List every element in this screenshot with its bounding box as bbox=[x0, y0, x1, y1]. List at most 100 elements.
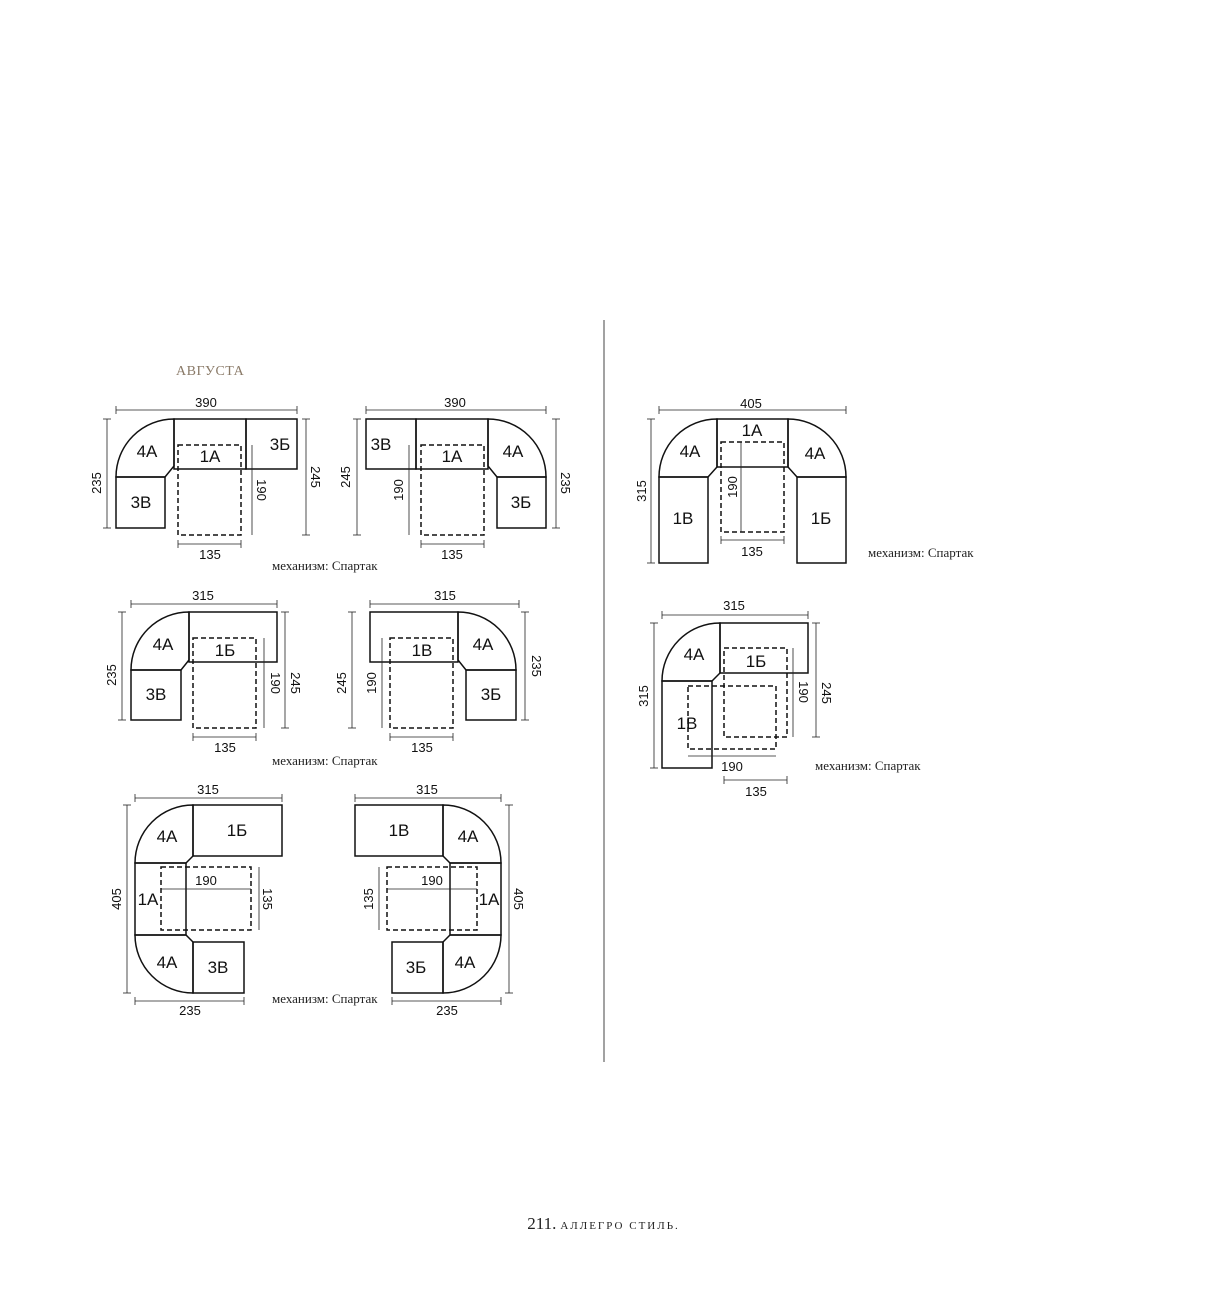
label-1a: 1А bbox=[200, 447, 221, 466]
label-3v: 3В bbox=[146, 685, 167, 704]
dim-bed-width: 135 bbox=[260, 888, 275, 910]
dim-bed-length: 190 bbox=[391, 479, 406, 501]
dim-depth: 235 bbox=[436, 1003, 458, 1018]
label-1b: 1Б bbox=[811, 509, 832, 528]
sleeping-area bbox=[160, 866, 252, 931]
dim-width: 390 bbox=[195, 395, 217, 410]
sleeping-area bbox=[389, 637, 454, 729]
module-3b bbox=[391, 941, 444, 994]
dim-bed-length: 190 bbox=[364, 672, 379, 694]
label-1v: 1В bbox=[412, 641, 433, 660]
dim-width: 315 bbox=[723, 598, 745, 613]
label-3b: 3Б bbox=[511, 493, 532, 512]
label-4a: 4А bbox=[137, 442, 158, 461]
dim-bed-width: 135 bbox=[745, 784, 767, 799]
dim-bed-width: 135 bbox=[214, 740, 236, 755]
module-3b bbox=[496, 476, 547, 529]
dim-total-depth: 245 bbox=[819, 682, 834, 704]
sleeping-area bbox=[177, 444, 242, 536]
label-3b: 3Б bbox=[406, 958, 427, 977]
dim-bed-width: 135 bbox=[199, 547, 221, 562]
label-4a-bottom: 4А bbox=[157, 953, 178, 972]
label-1v: 1В bbox=[389, 821, 410, 840]
label-3v: 3В bbox=[131, 493, 152, 512]
dim-bed-width: 135 bbox=[741, 544, 763, 559]
dim-bed-length: 190 bbox=[796, 681, 811, 703]
label-1b: 1Б bbox=[215, 641, 236, 660]
dim-width: 315 bbox=[434, 588, 456, 603]
label-4a-top: 4А bbox=[157, 827, 178, 846]
diagram-corner-315-center: 4А 1Б 1В 315 315 190 245 190 135 bbox=[636, 598, 834, 799]
series-title: АВГУСТА bbox=[176, 364, 245, 379]
dim-width: 315 bbox=[192, 588, 214, 603]
module-1v bbox=[658, 476, 709, 564]
module-3v bbox=[115, 476, 166, 529]
label-3v: 3В bbox=[208, 958, 229, 977]
sleeping-area-2 bbox=[687, 685, 777, 750]
dim-bed-length: 190 bbox=[254, 479, 269, 501]
label-4a: 4А bbox=[153, 635, 174, 654]
page-number: 211. bbox=[527, 1214, 557, 1233]
page-footer: 211. АЛЛЕГРО СТИЛЬ. bbox=[0, 1214, 1207, 1234]
module-1b bbox=[192, 804, 283, 857]
dim-length: 405 bbox=[740, 396, 762, 411]
diagram-corner-390-left: 4А 1А 3Б 3В 390 235 245 190 135 bbox=[89, 395, 323, 562]
dim-bed-length: 190 bbox=[421, 873, 443, 888]
label-4a-top: 4А bbox=[458, 827, 479, 846]
label-1a: 1А bbox=[742, 421, 763, 440]
diagram-u-405-right: 1В 4А 1А 3Б 4А 315 405 190 135 235 bbox=[354, 782, 526, 1018]
diagram-corner-315-right: 1В 4А 3Б 315 245 190 235 135 bbox=[334, 588, 544, 755]
label-4a: 4А bbox=[473, 635, 494, 654]
dim-width: 390 bbox=[444, 395, 466, 410]
dim-length: 405 bbox=[511, 888, 526, 910]
sleeping-area bbox=[420, 444, 485, 536]
label-4a: 4А bbox=[684, 645, 705, 664]
module-4a-bottom bbox=[442, 934, 502, 994]
label-4a-right: 4А bbox=[805, 444, 826, 463]
label-1v: 1В bbox=[677, 714, 698, 733]
sleeping-area-1 bbox=[723, 647, 788, 738]
module-1b bbox=[188, 611, 278, 663]
sleeping-area bbox=[192, 637, 257, 729]
diagram-corner-390-right: 3В 1А 4А 3Б 390 245 235 190 135 bbox=[338, 395, 573, 562]
dim-depth: 235 bbox=[179, 1003, 201, 1018]
diagram-u-405-center: 4А 1А 4А 1В 1Б 405 315 190 135 bbox=[634, 396, 847, 564]
module-3v bbox=[192, 941, 245, 994]
label-3b: 3Б bbox=[481, 685, 502, 704]
label-4a-bottom: 4А bbox=[455, 953, 476, 972]
mechanism-caption-4: механизм: Спартак bbox=[868, 545, 974, 560]
dim-depth: 235 bbox=[529, 655, 544, 677]
dim-depth: 235 bbox=[89, 472, 104, 494]
dim-total-depth: 245 bbox=[308, 466, 323, 488]
mechanism-caption-1: механизм: Спартак bbox=[272, 558, 378, 573]
mechanism-caption-3: механизм: Спартак bbox=[272, 991, 378, 1006]
dim-depth: 235 bbox=[558, 472, 573, 494]
mechanism-caption-5: механизм: Спартак bbox=[815, 758, 921, 773]
label-1a: 1А bbox=[479, 890, 500, 909]
label-3b: 3Б bbox=[270, 435, 291, 454]
dim-bed-length: 190 bbox=[195, 873, 217, 888]
diagram-u-405-left: 4А 1Б 1А 4А 3В 315 405 190 135 235 bbox=[109, 782, 283, 1018]
dim-depth: 315 bbox=[634, 480, 649, 502]
label-1a: 1А bbox=[138, 890, 159, 909]
brand-name: АЛЛЕГРО СТИЛЬ. bbox=[560, 1220, 680, 1232]
label-1v: 1В bbox=[673, 509, 694, 528]
label-1a: 1А bbox=[442, 447, 463, 466]
label-1b: 1Б bbox=[746, 652, 767, 671]
module-1b bbox=[719, 622, 809, 674]
dim-width: 315 bbox=[197, 782, 219, 797]
label-1b: 1Б bbox=[227, 821, 248, 840]
dim-bed-length: 190 bbox=[268, 672, 283, 694]
sleeping-area bbox=[720, 441, 785, 533]
dim-bed-width: 135 bbox=[361, 888, 376, 910]
label-4a-left: 4А bbox=[680, 442, 701, 461]
module-1v bbox=[661, 680, 713, 769]
sleeping-area bbox=[386, 866, 478, 931]
label-3v: 3В bbox=[371, 435, 392, 454]
dim-total-depth: 245 bbox=[288, 672, 303, 694]
module-3b bbox=[465, 669, 517, 721]
mechanism-caption-2: механизм: Спартак bbox=[272, 753, 378, 768]
dim-total-depth: 245 bbox=[334, 672, 349, 694]
module-3b bbox=[245, 418, 298, 470]
